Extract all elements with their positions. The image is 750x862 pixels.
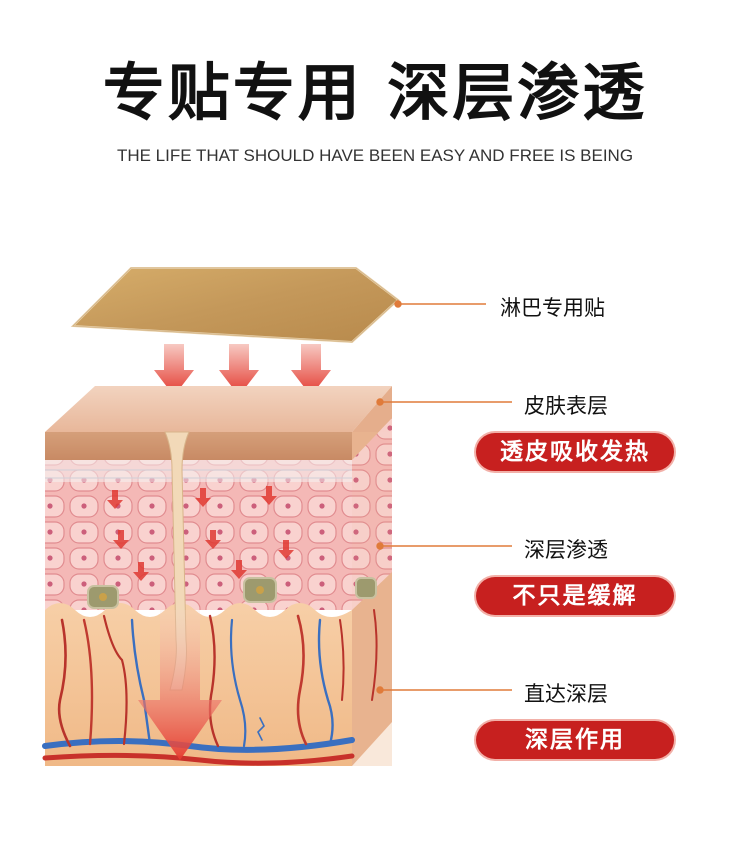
patch-graphic [70,267,400,344]
badge-relief: 不只是缓解 [476,577,674,615]
label-patch: 淋巴专用贴 [500,296,605,320]
label-epidermis: 皮肤表层 [524,394,608,418]
label-direct-deep: 直达深层 [524,682,608,706]
leader-lines [376,300,512,694]
label-deep-penetration: 深层渗透 [524,538,608,562]
penetration-arrows [154,344,331,396]
page-subtitle: THE LIFE THAT SHOULD HAVE BEEN EASY AND … [116,146,634,165]
badge-deep-action: 深层作用 [476,721,674,759]
badge-absorb: 透皮吸收发热 [476,433,674,471]
skin-block [42,386,392,766]
page-title: 专贴专用 深层渗透 [102,56,648,129]
